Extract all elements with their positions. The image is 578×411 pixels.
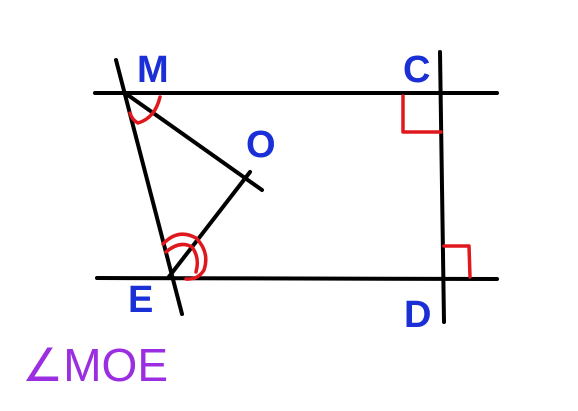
right-angle-mark-d [442,244,472,279]
point-label-d: D [404,294,431,336]
point-label-o: O [246,124,276,166]
angle-caption: ∠MOE [22,339,168,391]
angle-mark-m [128,95,162,125]
right-angle-mark-c [401,94,443,134]
angle-mark-e-outer [161,232,208,281]
point-label-m: M [137,49,169,91]
line-ed [95,276,499,281]
point-label-e: E [128,279,153,321]
line-bisector-eo [166,170,252,280]
line-cd [438,50,446,324]
line-bisector-m [123,91,264,192]
angle-mark-e-inner [164,242,200,274]
point-label-c: C [403,49,430,91]
